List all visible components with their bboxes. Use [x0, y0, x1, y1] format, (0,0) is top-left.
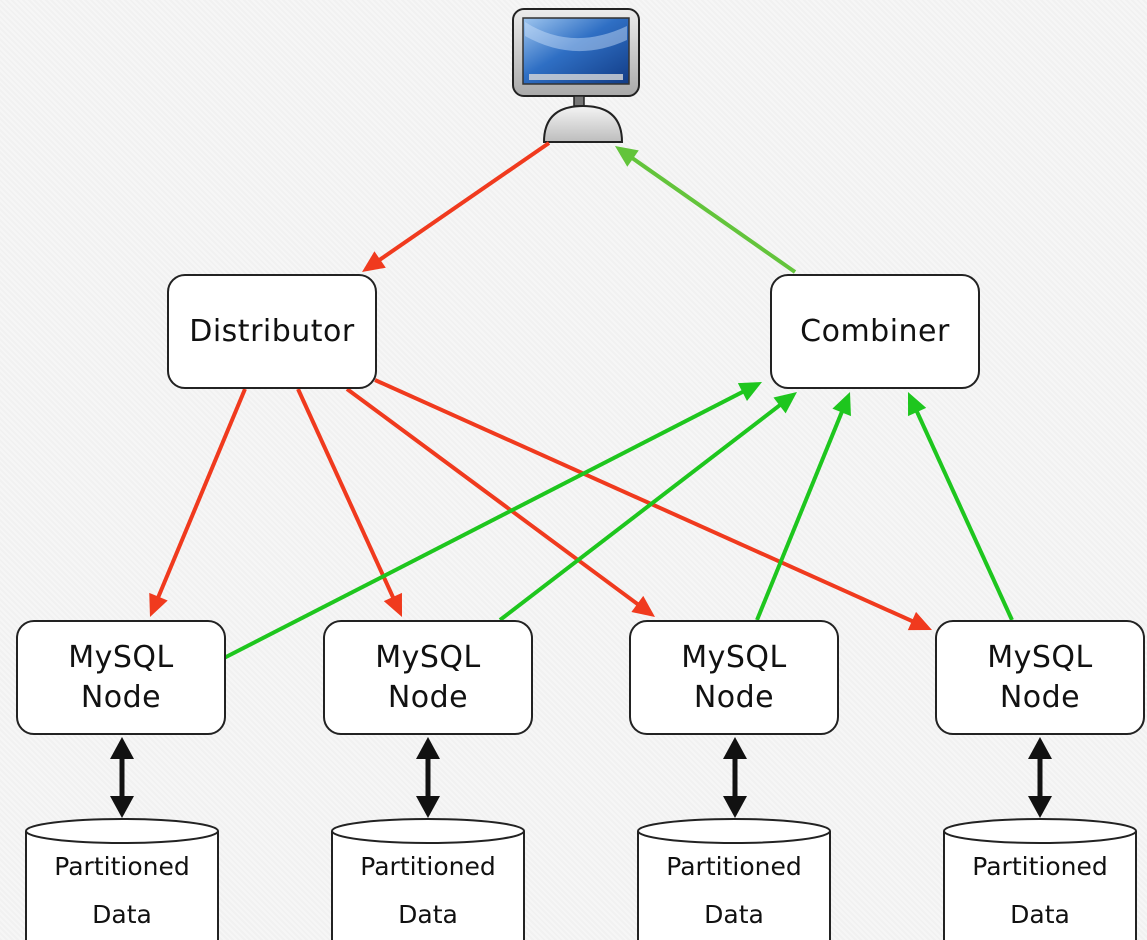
- database-label-line1: Partitioned: [972, 852, 1108, 881]
- database-label-line1: Partitioned: [666, 852, 802, 881]
- database-label: Partitioned Data: [26, 843, 218, 939]
- combiner-label: Combiner: [800, 313, 950, 349]
- request-arrow: [345, 387, 655, 617]
- mysql-node-label-line1: MySQL: [987, 639, 1093, 675]
- mysql-node-box: MySQL Node: [16, 620, 226, 735]
- database-cylinder-icon: [637, 818, 831, 940]
- request-arrow: [296, 388, 402, 617]
- database-label-line1: Partitioned: [54, 852, 190, 881]
- distributor-box: Distributor: [167, 274, 377, 389]
- mysql-node-box: MySQL Node: [629, 620, 839, 735]
- response-arrow: [498, 392, 797, 622]
- request-arrow: [362, 141, 551, 272]
- request-arrow: [374, 378, 932, 631]
- mysql-node-label-line2: Node: [999, 679, 1081, 715]
- mysql-node-label-line2: Node: [387, 679, 469, 715]
- response-arrow: [223, 382, 762, 660]
- mysql-node-label-line1: MySQL: [375, 639, 481, 675]
- mysql-node-box: MySQL Node: [323, 620, 533, 735]
- mysql-node-label-line1: MySQL: [68, 639, 174, 675]
- database-label: Partitioned Data: [638, 843, 830, 939]
- response-arrow: [908, 392, 1014, 621]
- database-label-line2: Data: [1010, 900, 1070, 929]
- mysql-node-label-line2: Node: [693, 679, 775, 715]
- mysql-node-box: MySQL Node: [935, 620, 1145, 735]
- request-arrow: [149, 388, 247, 617]
- combiner-box: Combiner: [770, 274, 980, 389]
- database-label-line2: Data: [92, 900, 152, 929]
- mysql-node-label-line1: MySQL: [681, 639, 787, 675]
- database-label: Partitioned Data: [944, 843, 1136, 939]
- database-cylinder-icon: [331, 818, 525, 940]
- database-label-line2: Data: [704, 900, 764, 929]
- database-label-line1: Partitioned: [360, 852, 496, 881]
- response-arrow: [755, 392, 851, 621]
- database-label: Partitioned Data: [332, 843, 524, 939]
- mysql-node-label-line2: Node: [80, 679, 162, 715]
- data-link-arrow: [1028, 737, 1052, 818]
- data-link-arrow: [110, 737, 134, 818]
- database-cylinder-icon: [25, 818, 219, 940]
- response-arrow: [615, 146, 797, 274]
- data-link-arrow: [723, 737, 747, 818]
- computer-terminal-icon: [512, 8, 640, 143]
- distributor-label: Distributor: [189, 313, 355, 349]
- data-link-arrow: [416, 737, 440, 818]
- database-label-line2: Data: [398, 900, 458, 929]
- database-cylinder-icon: [943, 818, 1137, 940]
